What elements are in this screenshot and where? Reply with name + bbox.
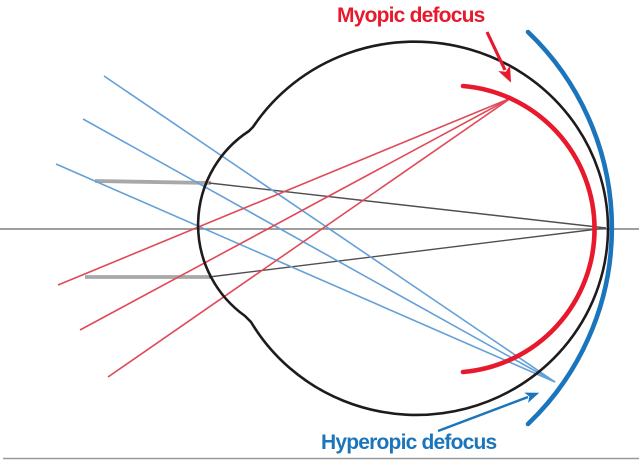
hyperopic-ray-1 xyxy=(103,75,556,383)
hyperopic-ray-3 xyxy=(55,163,556,383)
myopic-ray-2 xyxy=(79,97,512,331)
refracted-axial-ray-bottom xyxy=(208,227,607,278)
hyperopic-label-arrow xyxy=(437,392,540,433)
refracted-axial-ray-top xyxy=(208,182,607,229)
hyperopic-ray-2 xyxy=(82,118,556,383)
myopic-label-arrow xyxy=(485,31,511,83)
hyperopic-defocus-label: Hyperopic defocus xyxy=(321,431,497,454)
myopic-focal-shell-arc xyxy=(460,83,597,375)
myopic-ray-3 xyxy=(107,97,512,378)
hyperopic-focal-shell-arc xyxy=(525,29,615,427)
myopic-defocus-label: Myopic defocus xyxy=(337,4,485,27)
myopic-ray-1 xyxy=(57,97,512,286)
eye-outline xyxy=(196,40,610,417)
axial-beam-top xyxy=(94,179,212,185)
